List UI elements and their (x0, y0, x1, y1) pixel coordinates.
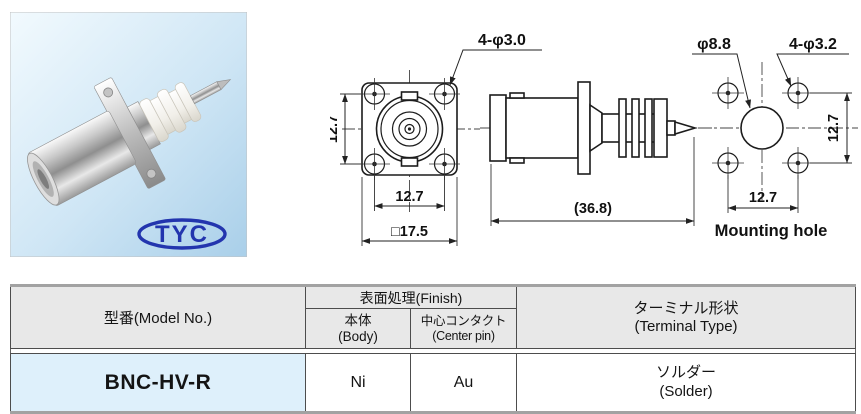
technical-drawing: 12.7 12.7 □17.5 4-φ3.0 (330, 32, 858, 246)
header-terminal-jp: ターミナル形状 (633, 299, 739, 317)
front-flange-holes (359, 78, 460, 180)
cell-model-no: BNC-HV-R (10, 353, 306, 414)
dim-side-36-8: (36.8) (574, 201, 612, 217)
label-4-phi-3-2: 4-φ3.2 (789, 36, 837, 53)
label-phi-8-8: φ8.8 (697, 36, 731, 53)
header-body-en: (Body) (338, 328, 378, 344)
table-gap-row (10, 348, 856, 354)
spec-table: 型番(Model No.) 表面処理(Finish) ターミナル形状 (Term… (10, 284, 857, 414)
mounting-hole-caption: Mounting hole (715, 222, 828, 240)
mount-center-callout: φ8.8 (692, 36, 751, 109)
dim-front-12-7-horizontal: 12.7 (395, 189, 423, 205)
mount-dim-horizontal: 12.7 (727, 175, 799, 213)
front-dim-pitch: 12.7 (374, 176, 445, 211)
mount-holes-callout: 4-φ3.2 (776, 36, 849, 87)
front-dim-square: □17.5 (361, 177, 458, 246)
header-pin-en: (Center pin) (432, 328, 495, 343)
product-photo: TYC (10, 12, 247, 257)
dim-front-12-7-vertical: 12.7 (330, 115, 341, 143)
dim-mount-12-7-horizontal: 12.7 (749, 190, 777, 206)
label-4-phi-3-0: 4-φ3.0 (478, 32, 526, 49)
header-body: 本体 (Body) (305, 308, 411, 349)
front-bnc-face (375, 91, 444, 167)
dim-front-square-17-5: □17.5 (391, 224, 428, 240)
dim-mount-12-7-vertical: 12.7 (826, 114, 842, 142)
bnc-connector-image (27, 77, 232, 206)
header-model-no: 型番(Model No.) (10, 285, 306, 349)
header-finish: 表面処理(Finish) (304, 285, 518, 309)
mounting-hole-view: φ8.8 4-φ3.2 12.7 12.7 Mounting hole (692, 36, 858, 240)
front-hole-callout: 4-φ3.0 (449, 32, 542, 86)
mount-corner-holes (712, 77, 814, 179)
table-row: BNC-HV-R Ni Au ソルダー (Solder) (10, 353, 857, 414)
cell-pin-finish: Au (409, 353, 518, 414)
front-dim-vertical: 12.7 (330, 93, 361, 165)
cell-terminal-jp: ソルダー (656, 363, 717, 381)
cell-terminal-type: ソルダー (Solder) (516, 353, 857, 414)
tyc-logo-text: TYC (155, 221, 209, 248)
header-center-pin: 中心コンタクト (Center pin) (409, 308, 518, 349)
tyc-logo: TYC (137, 218, 227, 250)
side-view: (36.8) (480, 81, 712, 226)
side-dim-length: (36.8) (490, 137, 695, 226)
header-pin-jp: 中心コンタクト (420, 313, 507, 328)
header-terminal-en: (Terminal Type) (634, 317, 738, 335)
cell-terminal-en: (Solder) (659, 382, 713, 400)
mount-dim-vertical: 12.7 (810, 92, 852, 164)
header-terminal-type: ターミナル形状 (Terminal Type) (516, 285, 857, 349)
header-body-jp: 本体 (344, 312, 372, 328)
cell-body-finish: Ni (305, 353, 411, 414)
front-view: 12.7 12.7 □17.5 4-φ3.0 (330, 32, 542, 246)
